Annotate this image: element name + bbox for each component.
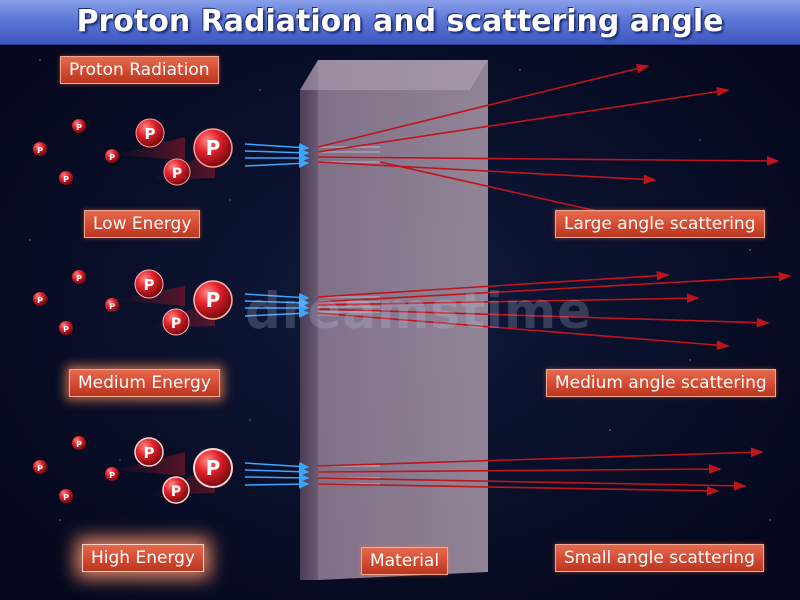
incoming-beam-low-2	[244, 148, 310, 158]
proton-small	[72, 436, 86, 450]
proton-large	[193, 448, 233, 488]
scattered-beam-medium-5	[317, 312, 730, 350]
scattered-beam-large-3	[317, 156, 780, 166]
title-bar: Proton Radiation and scattering angle	[0, 0, 800, 45]
scattered-beam-small-4	[317, 483, 720, 496]
scattered-beam-large-1	[317, 64, 650, 148]
protons-low-energy	[33, 118, 233, 186]
proton-symbol: P	[37, 146, 43, 155]
incoming-beam-low-4	[244, 158, 310, 168]
incoming-beam-high-2	[244, 467, 310, 477]
proton-symbol: P	[206, 456, 221, 480]
protons-high-energy	[33, 436, 233, 504]
incoming-beam-high-4	[244, 479, 310, 489]
proton-symbol: P	[109, 153, 115, 162]
proton-symbol: P	[144, 444, 155, 462]
label-small-angle-scattering: Small angle scattering	[555, 544, 764, 572]
scattered-beam-medium-1	[317, 270, 670, 298]
proton-symbol: P	[145, 125, 156, 143]
proton	[162, 308, 190, 336]
proton-symbol: P	[76, 440, 82, 449]
proton-small	[59, 321, 73, 335]
proton-small	[105, 467, 119, 481]
label-low-energy: Low Energy	[84, 210, 201, 238]
proton-small	[59, 171, 73, 185]
proton-symbol: P	[63, 493, 69, 502]
incoming-beam-medium-1	[244, 292, 310, 302]
scattered-beam-large-4	[317, 161, 657, 185]
page-title: Proton Radiation and scattering angle	[76, 4, 724, 39]
scattered-beam-medium-4	[317, 308, 770, 328]
proton-symbol: P	[171, 316, 181, 332]
proton-large	[193, 128, 233, 168]
proton-symbol: P	[172, 166, 182, 182]
proton-symbol: P	[76, 274, 82, 283]
scattered-beam-medium-2	[317, 271, 792, 303]
proton-symbol: P	[206, 288, 221, 312]
proton-small	[105, 298, 119, 312]
proton-symbol: P	[109, 471, 115, 480]
label-large-angle-scattering: Large angle scattering	[555, 210, 765, 238]
protons-medium-energy	[33, 269, 233, 336]
scattered-beam-medium-3	[317, 293, 700, 306]
proton-small	[33, 292, 47, 306]
scattered-beams	[317, 64, 792, 496]
proton-symbol: P	[37, 296, 43, 305]
label-proton-radiation: Proton Radiation	[60, 56, 219, 84]
proton-small	[72, 119, 86, 133]
scattered-beam-small-2	[317, 464, 722, 474]
scattered-beam-large-2	[317, 86, 730, 153]
proton-small	[59, 489, 73, 503]
proton-large	[193, 280, 233, 320]
scattered-beam-small-1	[317, 447, 764, 467]
incoming-beam-high-3	[244, 473, 310, 483]
proton-symbol: P	[206, 136, 221, 160]
proton	[134, 437, 164, 467]
proton-symbol: P	[37, 464, 43, 473]
proton-symbol: P	[63, 175, 69, 184]
incoming-beams	[244, 142, 310, 489]
proton	[134, 269, 164, 299]
proton-small	[72, 270, 86, 284]
label-medium-angle-scattering: Medium angle scattering	[546, 369, 776, 397]
incoming-beam-low-1	[244, 142, 310, 152]
proton-symbol: P	[171, 484, 181, 500]
proton	[135, 118, 165, 148]
proton-small	[33, 142, 47, 156]
incoming-beam-high-1	[244, 461, 310, 471]
proton-symbol: P	[144, 276, 155, 294]
proton-symbol: P	[63, 325, 69, 334]
label-high-energy: High Energy	[82, 544, 204, 572]
label-medium-energy: Medium Energy	[69, 369, 220, 397]
watermark: dreamstime	[245, 282, 593, 340]
proton	[162, 476, 190, 504]
scattered-beam-small-3	[317, 477, 747, 491]
proton	[163, 158, 191, 186]
proton-small	[33, 460, 47, 474]
label-material: Material	[361, 547, 449, 575]
proton-symbol: P	[76, 123, 82, 132]
proton-small	[105, 149, 119, 163]
incoming-beam-medium-2	[244, 298, 310, 308]
proton-symbol: P	[109, 302, 115, 311]
incoming-beam-medium-4	[244, 308, 310, 318]
